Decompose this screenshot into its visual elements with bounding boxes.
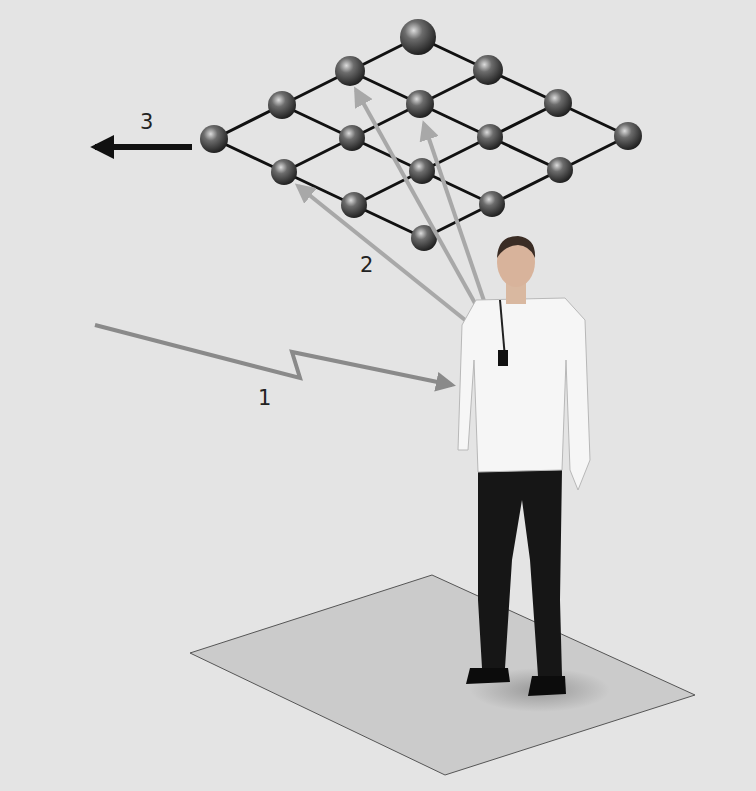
callout-number: 2 (360, 255, 373, 276)
person-figure (458, 236, 590, 696)
signal-arrow (95, 325, 452, 385)
sphere-lattice (200, 19, 642, 251)
callout-number: 1 (258, 388, 271, 409)
callout-number: 3 (140, 112, 153, 133)
measurement-arrows (298, 90, 500, 348)
floor-square (190, 575, 695, 775)
motion-arrow (95, 144, 192, 150)
